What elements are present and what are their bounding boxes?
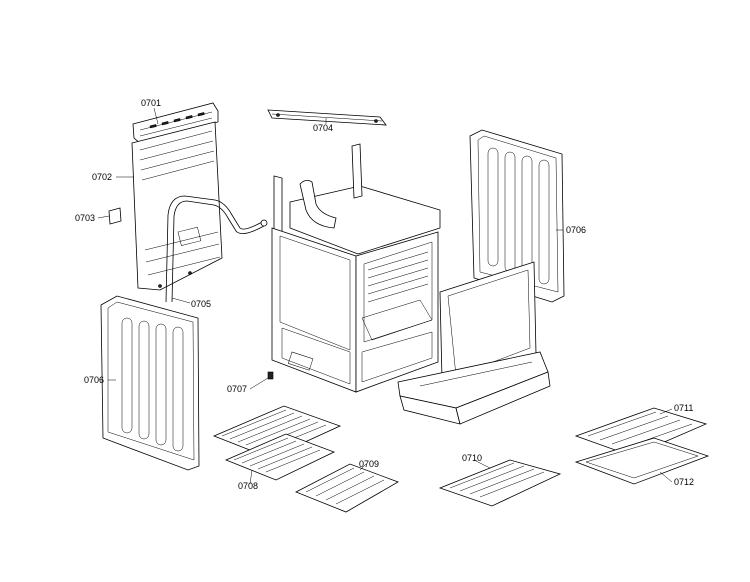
callout-0709: 0709 [359, 459, 380, 469]
callout-0706-left: 0706 [84, 375, 105, 385]
callout-0708: 0708 [238, 481, 259, 491]
callout-0706-right: 0706 [566, 225, 587, 235]
part-rack-upper-left [212, 405, 342, 459]
callout-0707: 0707 [227, 384, 248, 394]
leader-lines [97, 107, 673, 485]
part-broil-pan-top [574, 407, 708, 457]
part-rack-lower-left [224, 433, 336, 481]
part-rack-0709 [295, 463, 399, 513]
part-tube [165, 195, 268, 303]
part-rack-0710 [438, 459, 562, 507]
callout-0712: 0712 [674, 477, 695, 487]
part-broil-pan [574, 437, 710, 485]
part-main-cabinet [267, 143, 441, 393]
part-small-plate [108, 207, 122, 225]
part-drawer [397, 351, 551, 425]
part-left-side-panel [100, 295, 200, 471]
callout-0703: 0703 [75, 213, 96, 223]
part-top-back-cover [132, 102, 219, 144]
callout-0705: 0705 [191, 299, 212, 309]
callout-0702: 0702 [92, 172, 113, 182]
part-top-rail [267, 109, 387, 126]
callout-0710: 0710 [462, 453, 483, 463]
callout-0701: 0701 [141, 98, 162, 108]
callout-0711: 0711 [674, 403, 694, 413]
callout-0704: 0704 [313, 123, 334, 133]
